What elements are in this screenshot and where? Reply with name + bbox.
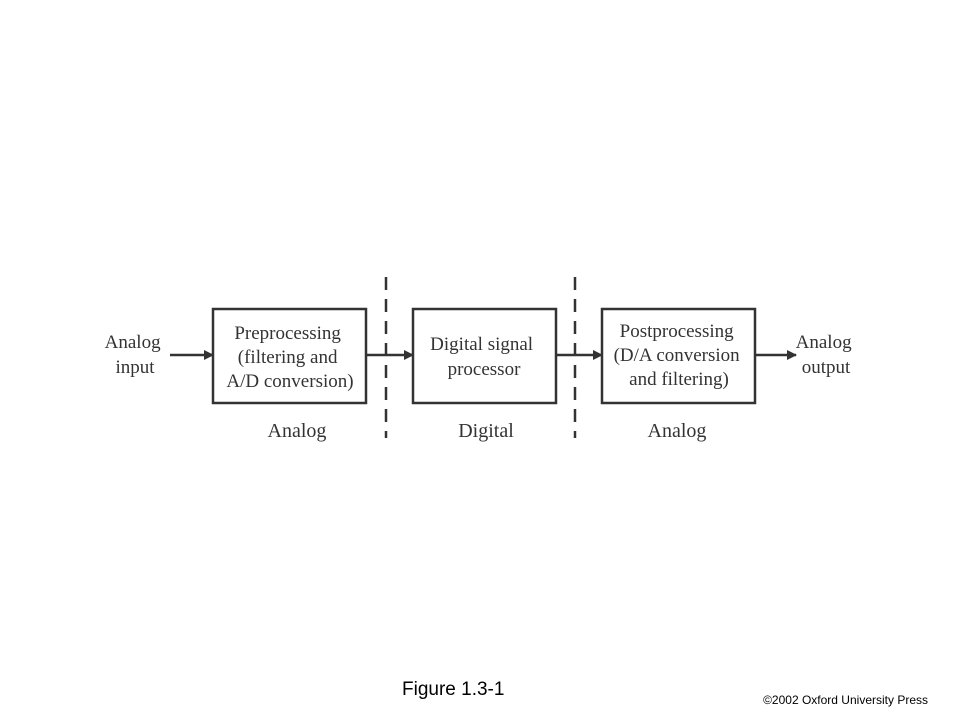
postprocessing-block-label: Postprocessing (D/A conversion and filte… — [614, 321, 745, 390]
region-label-analog-left: Analog — [268, 420, 327, 442]
copyright-notice: ©2002 Oxford University Press — [763, 693, 928, 707]
preprocessing-block: Preprocessing (filtering and A/D convers… — [211, 307, 368, 405]
dsp-block: Digital signal processor — [411, 307, 558, 405]
region-label-digital: Digital — [458, 420, 514, 442]
figure-caption: Figure 1.3-1 — [402, 679, 505, 700]
postprocessing-block: Postprocessing (D/A conversion and filte… — [600, 307, 757, 405]
analog-output-label: Analog output — [796, 332, 857, 378]
region-label-analog-right: Analog — [648, 420, 707, 442]
preprocessing-block-label: Preprocessing (filtering and A/D convers… — [226, 323, 353, 392]
analog-input-label: Analog input — [105, 332, 166, 378]
dsp-block-label: Digital signal processor — [430, 334, 538, 380]
